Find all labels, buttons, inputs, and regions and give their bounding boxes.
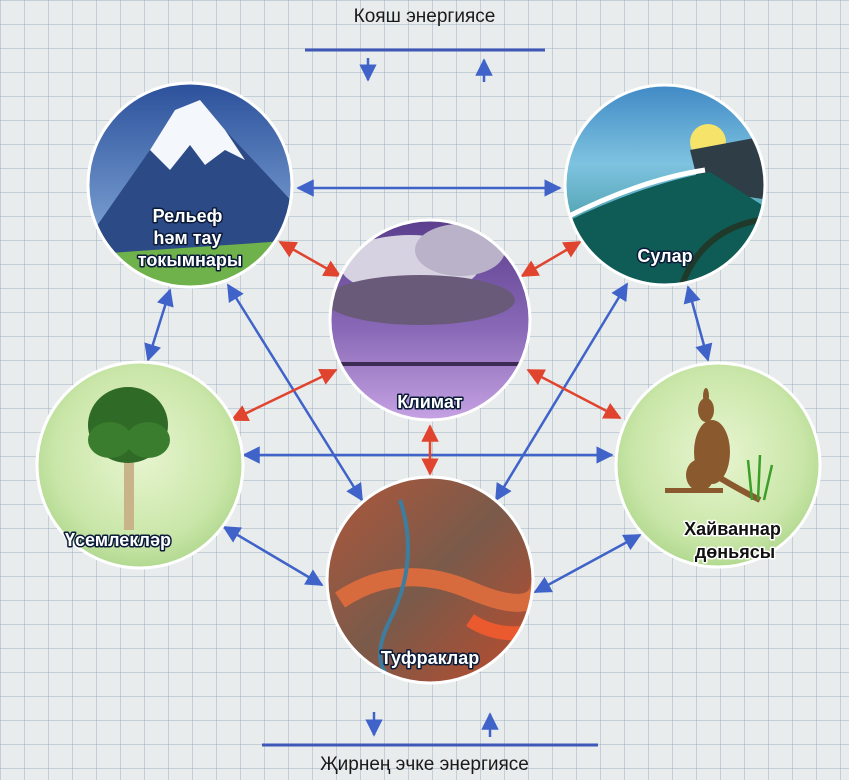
tree-icon — [88, 387, 170, 530]
red-connections — [230, 240, 622, 476]
climate-label: Климат — [397, 392, 463, 412]
grass-icon — [746, 454, 774, 501]
node-climate: Климат — [328, 218, 532, 422]
node-soils: Туфраклар — [325, 475, 535, 685]
relief-label-line1: Рельеф — [153, 206, 223, 226]
waters-label: Сулар — [637, 246, 692, 266]
top-energy-label: Кояш энергиясе — [353, 6, 496, 27]
kangaroo-icon — [665, 388, 762, 503]
svg-text:Климат: Климат — [397, 392, 463, 412]
node-relief: Рельеф һәм тау токымнары — [86, 81, 294, 289]
animals-label-line1: Хайваннар — [684, 519, 781, 539]
relief-label-line3: токымнары — [138, 250, 243, 270]
svg-text:Рельеф һәм тау ток: Рельеф һәм тау токымнары — [138, 206, 243, 270]
soils-label: Туфраклар — [381, 648, 480, 668]
bottom-energy-label: Җирнең эчке энергиясе — [320, 754, 529, 775]
node-animals: Хайваннар дөньясы — [614, 361, 822, 569]
relief-label-line2: һәм тау — [153, 228, 221, 248]
animals-label-line2: дөньясы — [695, 542, 775, 562]
svg-text:Туфраклар: Туфраклар — [381, 648, 480, 668]
svg-text:Сулар: Сулар — [637, 246, 692, 266]
svg-text:Хайваннар дөньясы: Хайваннар дөньясы — [684, 519, 786, 562]
node-plants: Үсемлекләр — [35, 360, 245, 570]
plants-label: Үсемлекләр — [65, 530, 171, 550]
svg-text:Үсемлекләр: Үсемлекләр — [65, 530, 171, 550]
node-waters: Сулар — [563, 83, 767, 287]
